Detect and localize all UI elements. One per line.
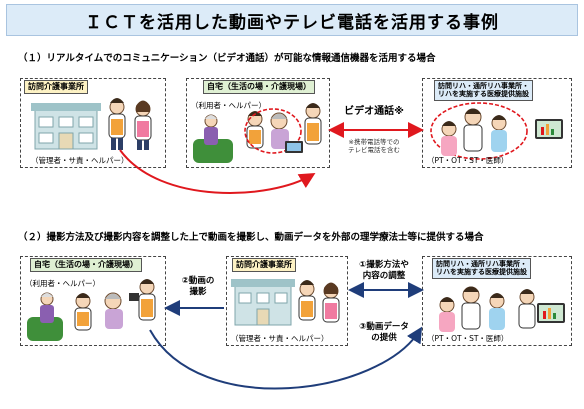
caregiver-icon: [138, 279, 156, 321]
tablet-icon: [535, 119, 563, 139]
s1-rehab-illustration: [430, 102, 563, 160]
s1-video-call-note: ※携帯電話等での テレビ電話を含む: [348, 138, 400, 155]
caregiver-icon: [134, 100, 152, 150]
s2-home-label: 自宅（生活の場・介護現場）: [30, 258, 142, 272]
therapist-icon: [491, 115, 507, 152]
caregiver-icon: [322, 282, 340, 323]
s1-video-call-label: ビデオ通話※: [344, 106, 404, 117]
s1-office-illustration: [31, 98, 152, 150]
doctor-icon: [518, 289, 536, 329]
elderly-user-icon: [204, 114, 218, 145]
section1-heading: （１）リアルタイムでのコミュニケーション（ビデオ通話）が可能な情報通信機器を活用…: [18, 53, 436, 64]
caregiver-icon: [298, 280, 316, 321]
s2-home-illustration: [27, 279, 156, 341]
s2-office-label: 訪問介護事業所: [232, 258, 296, 272]
s1-visiting-office-box: （管理者・サ責・ヘルパー）: [20, 78, 166, 168]
s2-office-staff: （管理者・サ責・ヘルパー）: [231, 334, 329, 343]
s2-step1-label: ①撮影方法や 内容の調整: [359, 260, 409, 281]
elderly-user-icon: [40, 292, 54, 323]
s2-step2-label: ②動画の 撮影: [181, 276, 215, 297]
therapist-icon: [439, 297, 455, 332]
caregiver-icon: [304, 103, 322, 145]
tablet-icon: [285, 141, 303, 153]
section2-heading: （２）撮影方法及び撮影内容を調整した上で動画を撮影し、動画データを外部の理学療法…: [18, 232, 484, 243]
doctor-icon: [461, 286, 481, 330]
building-icon: [31, 103, 101, 150]
s1-home-label: 自宅（生活の場・介護現場）: [203, 80, 315, 94]
page-title: ＩＣＴを活用した動画やテレビ電話を活用する事例: [85, 12, 499, 33]
tablet-icon: [537, 303, 565, 323]
caregiver-icon: [246, 111, 264, 149]
s1-office-staff: （管理者・サ責・ヘルパー）: [31, 156, 129, 165]
elderly-user-icon: [270, 112, 289, 149]
title-banner: ＩＣＴを活用した動画やテレビ電話を活用する事例: [6, 4, 578, 36]
s1-rehab-staff: （PT・OT・ST・医師）: [427, 156, 509, 165]
building-icon: [231, 279, 295, 326]
s2-rehab-staff: （PT・OT・ST・医師）: [427, 334, 509, 343]
doctor-icon: [463, 108, 483, 152]
therapist-icon: [489, 293, 505, 330]
s2-step3-label: ③動画データ の提供: [359, 322, 409, 343]
s1-rehab-label: 訪問リハ・通所リハ事業所・ リハを実施する医療提供施設: [434, 80, 533, 101]
s2-rehab-label: 訪問リハ・通所リハ事業所・ リハを実施する医療提供施設: [432, 258, 531, 279]
s2-rehab-illustration: [439, 286, 565, 332]
s2-home-people: （利用者・ヘルパー）: [25, 279, 100, 288]
s1-home-people: （利用者・ヘルパー）: [191, 101, 266, 110]
s1-office-label: 訪問介護事業所: [24, 80, 88, 94]
s2-office-illustration: [231, 279, 340, 326]
caregiver-icon: [74, 293, 92, 331]
elderly-user-icon: [104, 292, 123, 329]
therapist-icon: [441, 121, 457, 156]
video-camera-icon: [129, 293, 139, 301]
caregiver-icon: [108, 98, 126, 150]
